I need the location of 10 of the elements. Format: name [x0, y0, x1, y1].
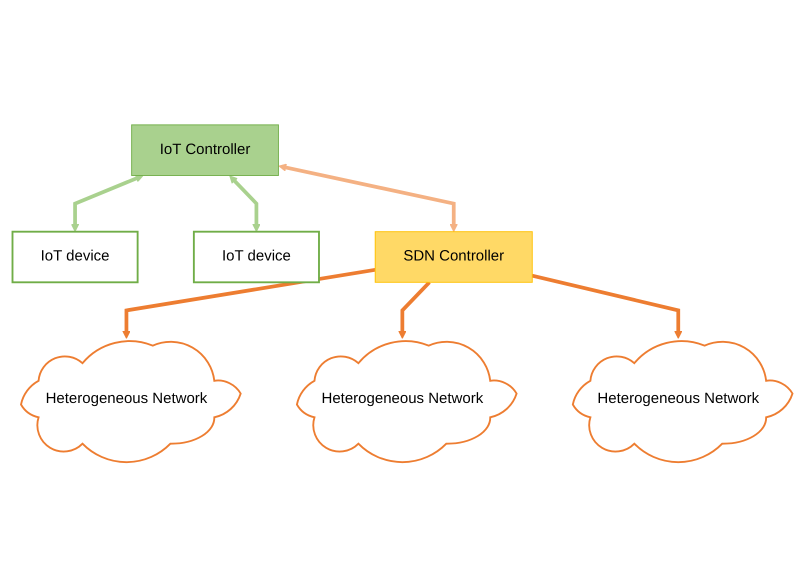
node-box: IoT Controller [131, 124, 279, 176]
arrow [532, 274, 682, 339]
node-box: SDN Controller [374, 231, 533, 283]
node-box: IoT device [192, 230, 320, 284]
arrow [398, 281, 431, 339]
arrow [229, 175, 261, 232]
arrow [70, 174, 144, 232]
node-box: IoT device [12, 230, 139, 284]
arrow [122, 268, 376, 339]
arrow [278, 164, 458, 232]
